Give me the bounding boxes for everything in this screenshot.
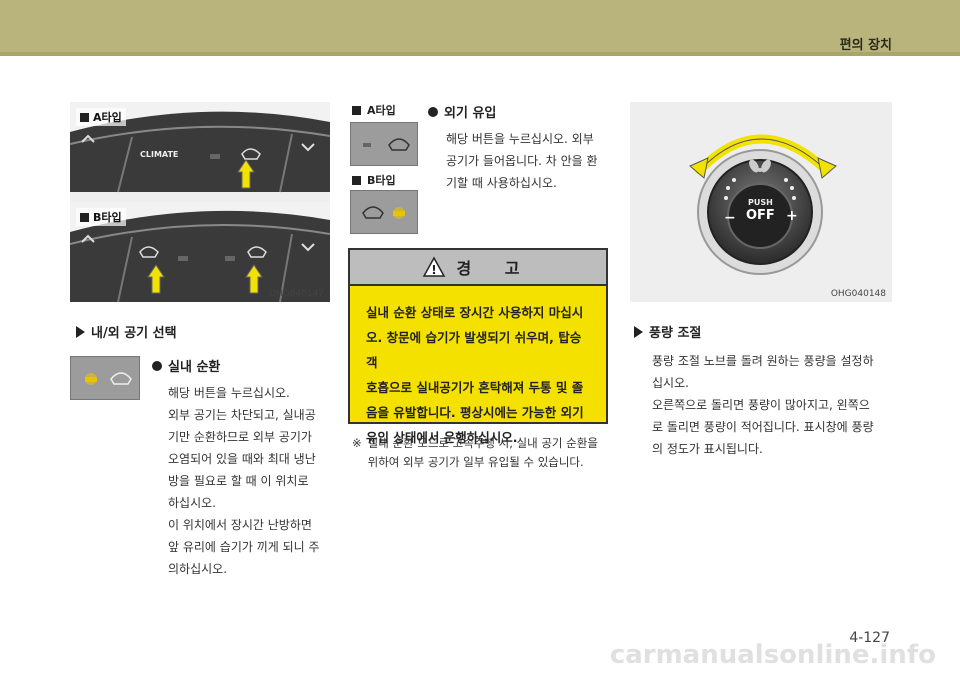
circle-bullet-icon bbox=[428, 106, 438, 117]
circle-bullet-icon bbox=[152, 360, 162, 371]
watermark: carmanualsonline.info bbox=[609, 640, 936, 670]
recirc-button-image bbox=[70, 356, 140, 400]
knob-minus-label: − bbox=[724, 210, 736, 226]
label-b-type: B타입 bbox=[352, 172, 396, 188]
note-text: ※ 실내 순환 모드로 고속주행 시, 실내 공기 순환을 위하여 외부 공기가… bbox=[352, 434, 612, 472]
page-number: 4-127 bbox=[849, 630, 890, 646]
warning-box: ! 경 고 실내 순환 상태로 장시간 사용하지 마십시 오. 창문에 습기가 … bbox=[348, 248, 608, 445]
section-title-air: 내/외 공기 선택 bbox=[76, 322, 177, 341]
triangle-bullet-icon bbox=[76, 325, 85, 338]
section-title-fan: 풍량 조절 bbox=[634, 322, 701, 341]
fresh-air-icon bbox=[363, 138, 410, 151]
fresh-title: 외기 유입 bbox=[428, 102, 496, 121]
warning-title: 경 고 bbox=[456, 259, 534, 278]
tag-a-type: A타입 bbox=[76, 108, 126, 126]
header-band bbox=[0, 0, 960, 56]
fresh-button-a-image bbox=[350, 122, 418, 166]
recirc-icon bbox=[85, 372, 132, 385]
square-bullet-icon bbox=[352, 175, 361, 185]
fresh-description: 해당 버튼을 누르십시오. 외부 공기가 들어옵니다. 차 안을 환 기할 때 … bbox=[446, 132, 598, 190]
figure-code: OHG040148 bbox=[830, 289, 886, 299]
air-buttons-illustration bbox=[69, 102, 331, 303]
knob-plus-label: + bbox=[786, 208, 798, 224]
warning-header: ! 경 고 bbox=[350, 250, 606, 286]
recirc-description: 해당 버튼을 누르십시오. 외부 공기는 차단되고, 실내공 기만 순환하므로 … bbox=[168, 386, 320, 576]
warning-body: 실내 순환 상태로 장시간 사용하지 마십시 오. 창문에 습기가 발생되기 쉬… bbox=[366, 305, 584, 445]
knob-push-label: PUSH bbox=[748, 198, 773, 207]
climate-label: CLIMATE bbox=[140, 150, 179, 159]
chapter-title: 편의 장치 bbox=[839, 38, 892, 53]
note-mark: ※ bbox=[352, 436, 362, 450]
figure-code: OHG040147 bbox=[268, 289, 324, 299]
square-bullet-icon bbox=[80, 212, 89, 222]
figure-air-buttons: A타입 CLIMATE B타입 OHG040147 bbox=[69, 102, 331, 303]
figure-fan-knob: PUSH OFF − + OHG040148 bbox=[630, 102, 892, 302]
fresh-button-b-image bbox=[350, 190, 418, 234]
svg-text:!: ! bbox=[432, 263, 437, 277]
tag-b-type: B타입 bbox=[76, 208, 126, 226]
warning-triangle-icon: ! bbox=[423, 256, 446, 277]
triangle-bullet-icon bbox=[634, 325, 643, 338]
square-bullet-icon bbox=[80, 112, 89, 122]
fan-knob-illustration bbox=[689, 134, 837, 275]
recirc-title: 실내 순환 bbox=[152, 356, 220, 375]
knob-off-label: OFF bbox=[746, 208, 775, 223]
square-bullet-icon bbox=[352, 105, 361, 115]
fresh-air-icon bbox=[362, 206, 405, 219]
fan-description: 풍량 조절 노브를 돌려 원하는 풍량을 설정하 십시오. 오른쪽으로 돌리면 … bbox=[652, 354, 874, 456]
label-a-type: A타입 bbox=[352, 102, 396, 118]
